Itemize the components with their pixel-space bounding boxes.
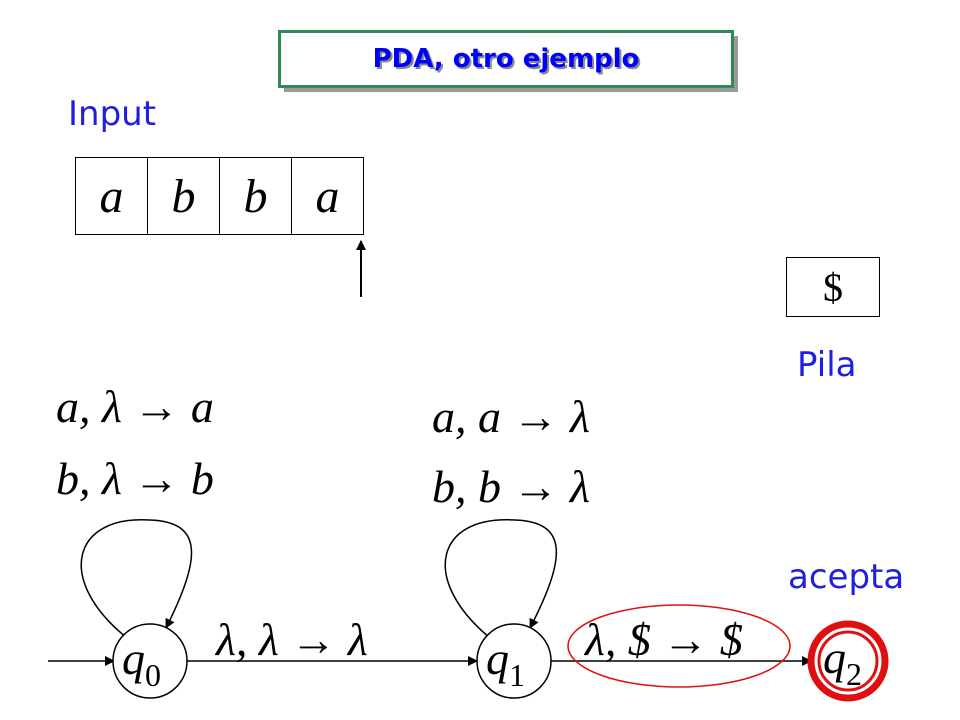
label-q1-loop-2: b, b → λ bbox=[432, 461, 590, 512]
stack-label: Pila bbox=[797, 345, 857, 385]
state-q0: q0 bbox=[112, 623, 188, 699]
label-q0-loop-2: b, λ → b bbox=[56, 453, 214, 504]
tape-cell: b bbox=[148, 158, 220, 234]
state-name: q bbox=[122, 633, 145, 684]
title-box: PDA, otro ejemplo bbox=[278, 30, 738, 92]
loop-q0 bbox=[80, 519, 193, 639]
label-q0-loop-1: a, λ → a bbox=[56, 381, 214, 432]
input-tape: a b b a bbox=[75, 157, 364, 235]
label-q1-loop-1: a, a → λ bbox=[432, 391, 590, 442]
page-title: PDA, otro ejemplo bbox=[372, 44, 640, 74]
state-q2-accepting: q2 bbox=[807, 620, 889, 702]
loop-q1 bbox=[444, 519, 557, 639]
tape-cell: b bbox=[220, 158, 292, 234]
state-name: q bbox=[486, 633, 509, 684]
input-label: Input bbox=[68, 94, 157, 134]
state-subscript: 1 bbox=[509, 657, 525, 693]
svg-text:q1: q1 bbox=[486, 633, 525, 693]
state-q1: q1 bbox=[476, 623, 552, 699]
state-subscript: 0 bbox=[145, 657, 161, 693]
svg-text:q2: q2 bbox=[823, 632, 862, 692]
svg-text:q0: q0 bbox=[122, 633, 161, 693]
stack-cell: $ bbox=[786, 257, 880, 317]
tape-cell: a bbox=[292, 158, 364, 234]
label-q1-q2: λ, $ → $ bbox=[583, 614, 743, 665]
label-q0-q1: λ, λ → λ bbox=[214, 614, 368, 665]
state-subscript: 2 bbox=[846, 656, 862, 692]
transition-highlight bbox=[567, 604, 791, 688]
tape-cell: a bbox=[76, 158, 148, 234]
accept-label: acepta bbox=[788, 557, 905, 597]
state-name: q bbox=[823, 632, 846, 683]
